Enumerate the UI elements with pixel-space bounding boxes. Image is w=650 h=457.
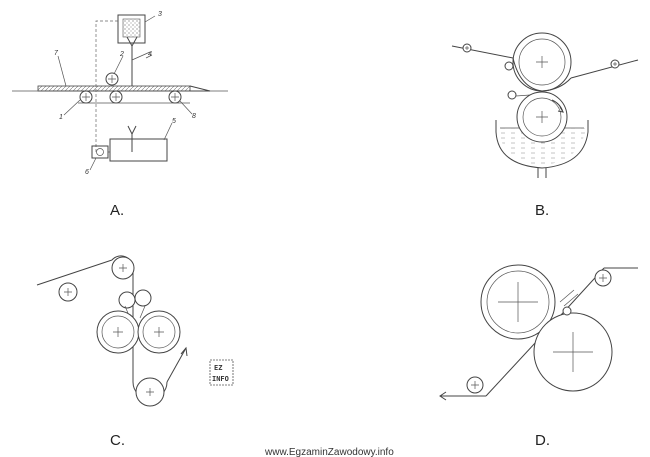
logo-line2: INFO <box>212 375 229 383</box>
label-a-8: 8 <box>192 113 196 120</box>
caption-c: C. <box>110 432 125 449</box>
label-a-7: 7 <box>54 50 59 57</box>
label-a-4: 4 <box>148 51 152 58</box>
label-a-5: 5 <box>172 118 176 125</box>
diagram-d <box>439 264 638 401</box>
label-a-6: 6 <box>85 169 89 176</box>
label-a-1: 1 <box>59 114 63 121</box>
diagram-b <box>451 32 639 178</box>
caption-b: B. <box>535 202 549 219</box>
diagram-c <box>36 255 188 407</box>
logo-line1: EZ <box>214 364 222 372</box>
caption-d: D. <box>535 432 550 449</box>
label-a-3: 3 <box>158 11 162 18</box>
caption-a: A. <box>110 202 124 219</box>
footer-site: www.EgzaminZawodowy.info <box>264 447 394 457</box>
label-a-2: 2 <box>119 51 124 58</box>
ez-info-logo: EZ INFO <box>209 359 234 386</box>
diagram-a: 3 4 2 7 1 8 5 6 <box>12 11 228 176</box>
